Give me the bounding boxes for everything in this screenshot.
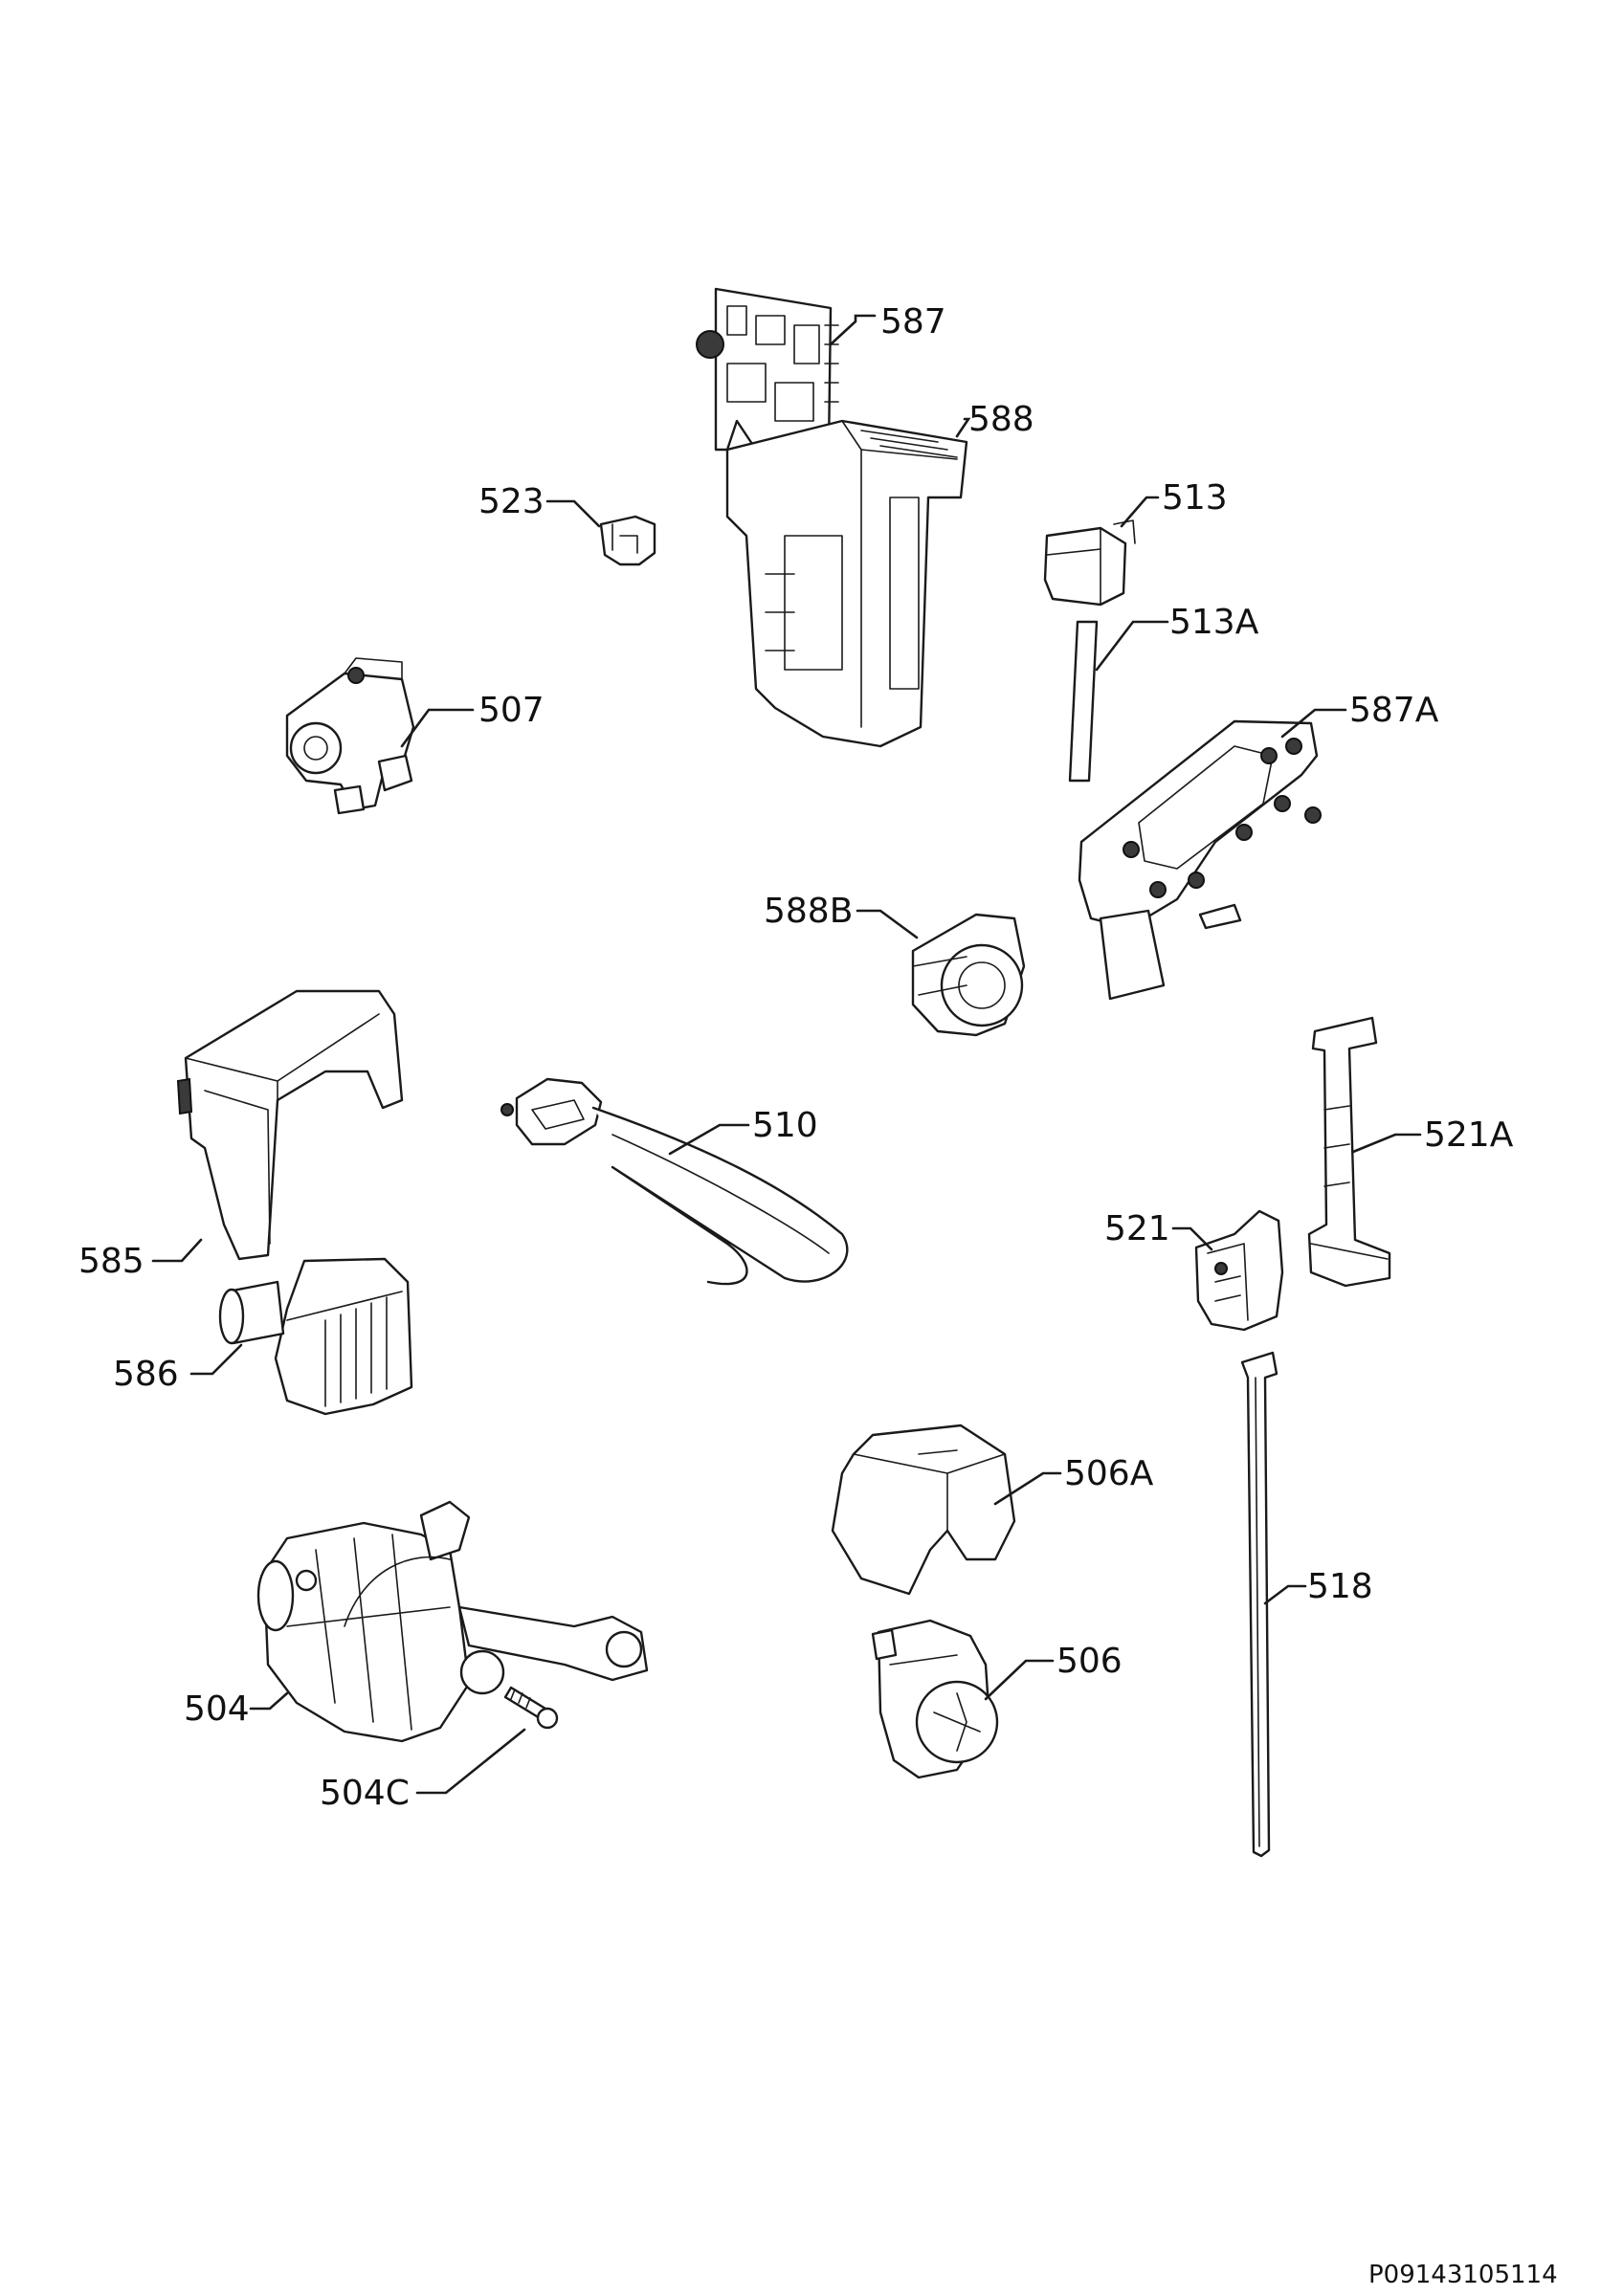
leader-513 [1120,496,1160,528]
label-510: 510 [752,1106,818,1145]
leader-585 [151,1238,203,1263]
part-523-clip [599,515,656,566]
leader-513A [1095,620,1169,672]
label-588: 588 [968,400,1034,439]
part-521A-lever [1307,1016,1391,1288]
part-588-board-housing [725,419,968,748]
leader-507 [400,708,475,748]
part-504C-screw [503,1686,559,1730]
label-507: 507 [478,691,545,730]
part-510-heating-element [500,1077,849,1286]
part-585-cover [176,989,404,1261]
document-id: P09143105114 [1368,2261,1558,2289]
label-585: 585 [78,1242,145,1281]
label-518: 518 [1307,1567,1373,1606]
leader-504 [249,1691,289,1711]
part-506A-pump-cover [831,1424,1016,1596]
part-513A-hose [1068,620,1099,783]
leader-521 [1171,1226,1213,1251]
label-523: 523 [478,482,545,521]
label-521A: 521A [1424,1115,1514,1155]
leader-510 [668,1123,750,1156]
label-513A: 513A [1169,603,1259,642]
leader-506 [984,1659,1055,1701]
leader-588B [856,909,919,939]
leader-518 [1263,1584,1307,1605]
leader-588 [955,417,971,438]
leader-587 [829,314,877,346]
part-506-drain-pump [871,1619,999,1779]
part-507-inlet-valve [285,657,415,815]
label-588B: 588B [764,892,853,931]
part-587A-display-board [1078,719,1322,1001]
part-521-door-lock [1194,1209,1284,1332]
part-588B-sensor [911,913,1026,1037]
part-504-motor [256,1500,649,1743]
part-513-pressure-switch [1043,519,1136,607]
part-518-rod [1240,1351,1278,1858]
leader-506A [993,1471,1062,1506]
label-521: 521 [1104,1209,1170,1248]
label-504C: 504C [320,1774,410,1813]
leader-587A [1280,708,1347,739]
label-587A: 587A [1349,691,1439,730]
leader-586 [189,1343,243,1376]
part-587-main-board [696,287,839,452]
part-586-motor-controller [218,1257,413,1416]
leader-523 [545,499,601,528]
label-586: 586 [113,1355,179,1394]
leader-504C [415,1728,526,1795]
label-506: 506 [1056,1642,1123,1681]
leader-521A [1351,1133,1422,1154]
label-504: 504 [184,1689,250,1729]
label-506A: 506A [1064,1454,1154,1493]
label-513: 513 [1162,478,1228,518]
label-587: 587 [880,302,946,342]
